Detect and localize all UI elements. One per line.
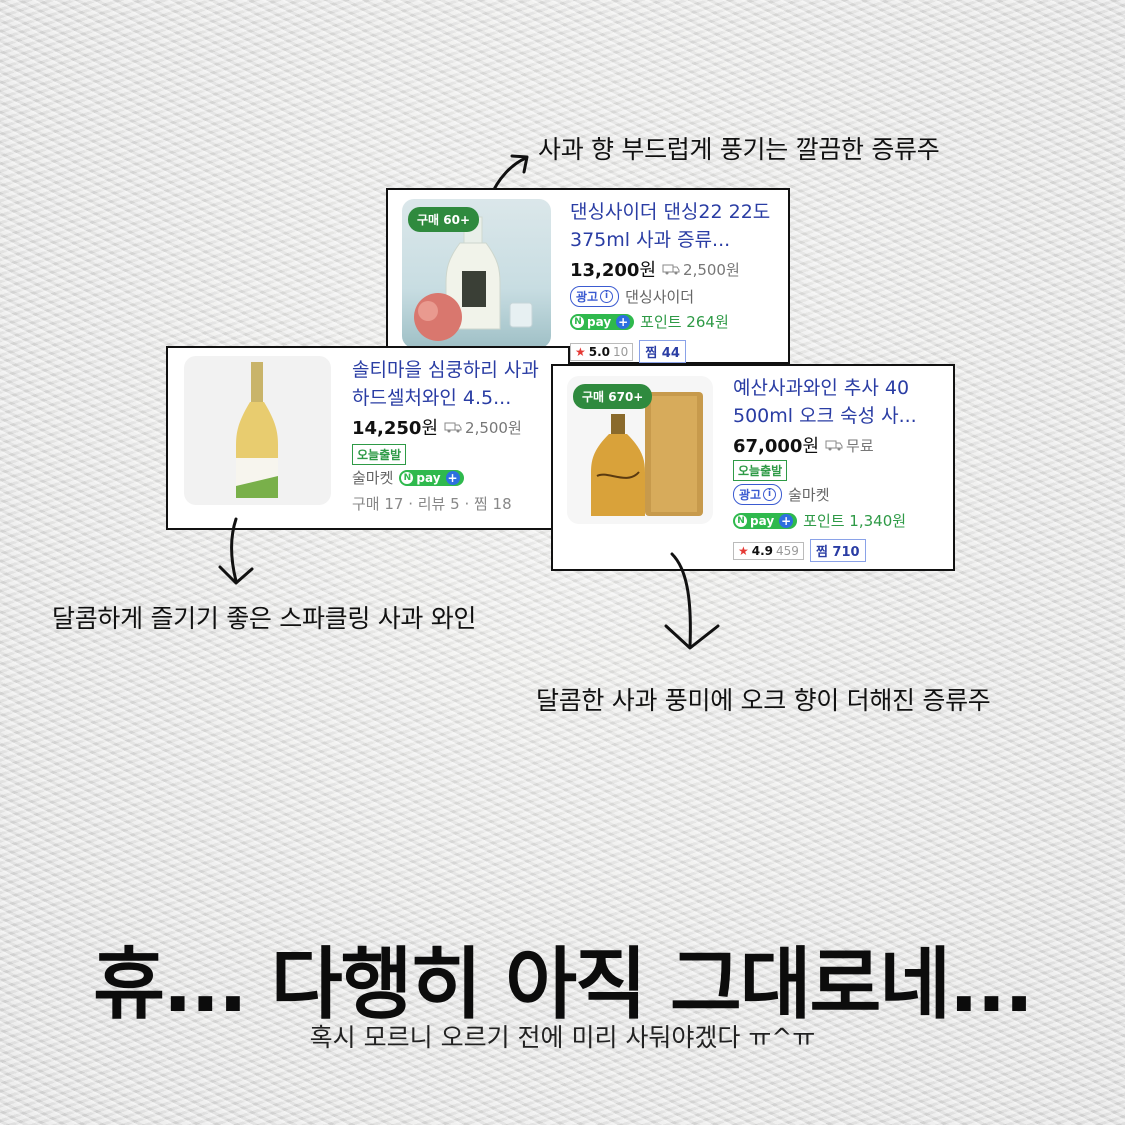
naver-n-icon: N bbox=[401, 471, 414, 484]
bottle-image-icon bbox=[414, 216, 533, 341]
subline: 혹시 모르니 오르기 전에 미리 사둬야겠다 ㅠ^ㅠ bbox=[309, 1023, 816, 1052]
seller-name[interactable]: 술마켓 bbox=[352, 469, 394, 487]
product-title-link[interactable]: 솔티마을 심쿵하리 사과 하드셀처와인 4.5... bbox=[352, 359, 539, 409]
seller-name[interactable]: 댄싱사이더 bbox=[625, 288, 695, 306]
naver-n-icon: N bbox=[572, 315, 584, 328]
wishlist-count[interactable]: 찜 710 bbox=[809, 539, 866, 562]
truck-icon bbox=[444, 422, 462, 433]
seller-name[interactable]: 술마켓 bbox=[788, 486, 830, 504]
plus-icon: + bbox=[445, 470, 460, 485]
product-stats: 구매 17 · 리뷰 5 · 찜 18 bbox=[352, 495, 512, 513]
stats-row: 구매 17 · 리뷰 5 · 찜 18 bbox=[352, 493, 512, 514]
product-card-dancing-cider[interactable]: 구매 60+ 댄싱사이더 댄싱22 22도 375ml 사과 증류... 13,… bbox=[386, 188, 790, 364]
shipping-fee: 무료 bbox=[825, 435, 874, 456]
caption-top: 사과 향 부드럽게 풍기는 깔끔한 증류주 bbox=[538, 135, 940, 164]
plus-icon: + bbox=[779, 513, 794, 528]
product-thumbnail[interactable]: 구매 60+ bbox=[402, 199, 551, 348]
info-icon: i bbox=[763, 488, 777, 501]
price: 14,250원 bbox=[352, 418, 439, 439]
star-icon: ★ bbox=[575, 344, 586, 359]
naver-n-icon: N bbox=[735, 514, 747, 527]
caption-right: 달콤한 사과 풍미에 오크 향이 더해진 증류주 bbox=[536, 686, 991, 715]
point-text: 포인트 1,340원 bbox=[803, 512, 907, 530]
bottle-image-icon bbox=[236, 362, 278, 498]
today-ship-badge: 오늘출발 bbox=[352, 444, 407, 465]
plus-icon: + bbox=[616, 314, 631, 329]
today-ship-row: 오늘출발 bbox=[352, 444, 407, 465]
arrow-left-icon bbox=[218, 517, 254, 585]
product-thumbnail[interactable]: 구매 670+ bbox=[567, 376, 713, 524]
info-icon: i bbox=[600, 290, 614, 303]
shipping-fee: 2,500원 bbox=[662, 259, 740, 280]
purchase-count-badge: 구매 60+ bbox=[408, 207, 480, 232]
bottle-image-icon bbox=[591, 392, 703, 516]
truck-icon bbox=[662, 264, 680, 275]
product-card-soltimaeul[interactable]: 솔티마을 심쿵하리 사과 하드셀처와인 4.5... 14,250원 2,500… bbox=[166, 346, 570, 530]
star-icon: ★ bbox=[738, 543, 749, 558]
price: 67,000원 bbox=[733, 436, 820, 457]
price-row: 13,200원 2,500원 bbox=[570, 256, 740, 282]
product-card-yesan-chusa[interactable]: 구매 670+ 예산사과와인 추사 40 500ml 오크 숙성 사... 67… bbox=[551, 364, 955, 571]
product-title-link[interactable]: 댄싱사이더 댄싱22 22도 375ml 사과 증류... bbox=[570, 201, 771, 251]
arrow-right-icon bbox=[664, 552, 720, 650]
price: 13,200원 bbox=[570, 260, 657, 281]
today-ship-badge: 오늘출발 bbox=[733, 460, 788, 481]
caption-left: 달콤하게 즐기기 좋은 스파클링 사과 와인 bbox=[52, 604, 477, 633]
today-ship-row: 오늘출발 bbox=[733, 460, 788, 481]
wishlist-count[interactable]: 찜 44 bbox=[639, 340, 686, 363]
price-row: 67,000원 무료 bbox=[733, 432, 874, 458]
shipping-fee: 2,500원 bbox=[444, 417, 522, 438]
truck-icon bbox=[825, 440, 843, 451]
point-text: 포인트 264원 bbox=[640, 313, 729, 331]
price-row: 14,250원 2,500원 bbox=[352, 414, 522, 440]
product-thumbnail[interactable] bbox=[184, 356, 331, 505]
headline: 휴... 다행히 아직 그대로네... bbox=[93, 940, 1034, 1030]
product-title-link[interactable]: 예산사과와인 추사 40 500ml 오크 숙성 사... bbox=[733, 377, 917, 427]
purchase-count-badge: 구매 670+ bbox=[573, 384, 653, 409]
